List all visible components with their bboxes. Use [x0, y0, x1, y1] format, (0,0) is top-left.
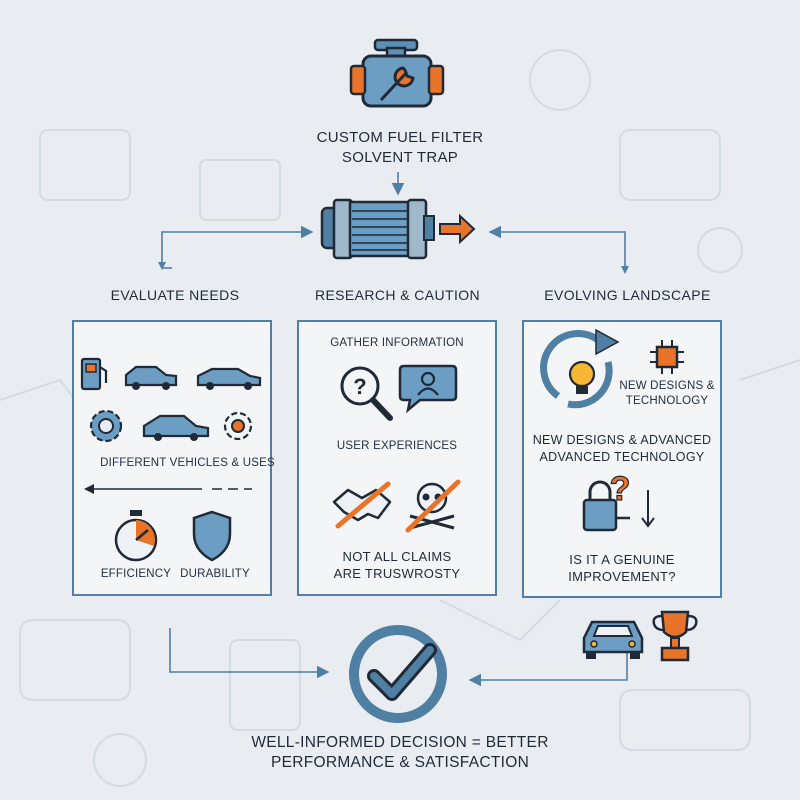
chip-icon: [650, 340, 684, 374]
fuel-filter-icon: [320, 198, 476, 260]
label-gather-information: GATHER INFORMATION: [330, 337, 464, 349]
caption-different-vehicles: DIFFERENT VEHICLES & USES: [100, 457, 275, 469]
filter-title-line2: SOLVENT TRAP: [341, 149, 459, 166]
panel-evaluate-needs: [72, 320, 272, 596]
vehicle-icons-row: [80, 357, 262, 391]
arrow-left-divider: [84, 484, 252, 494]
user-chat-icon: [398, 364, 458, 414]
caption-new-designs-advanced: NEW DESIGNS & ADVANCED ADVANCED TECHNOLO…: [526, 432, 718, 466]
icon-caption-line2: TECHNOLOGY: [625, 395, 709, 407]
skull-icon: [405, 479, 461, 533]
question-line1: IS IT A GENUINE: [569, 552, 675, 567]
conclusion-line2: PERFORMANCE & SATISFACTION: [270, 754, 530, 771]
heading-evaluate-needs: EVALUATE NEEDS: [110, 287, 240, 303]
trophy-icon: [652, 610, 698, 662]
claims-line1: NOT ALL CLAIMS: [342, 549, 452, 564]
gear-icon: [223, 411, 253, 441]
cycle-bulb-icon: [540, 328, 620, 409]
gear-icon: [89, 409, 123, 443]
car-icon: [196, 367, 262, 390]
engine-wrench-icon: [349, 38, 445, 108]
heading-research-caution: RESEARCH & CAUTION: [314, 287, 481, 303]
caption-genuine-improvement: IS IT A GENUINE IMPROVEMENT?: [526, 551, 718, 585]
label-efficiency: EFFICIENCY: [100, 568, 172, 580]
heading-evolving-landscape: EVOLVING LANDSCAPE: [544, 287, 711, 303]
filter-title: CUSTOM FUEL FILTER SOLVENT TRAP: [250, 128, 550, 168]
filter-title-line1: CUSTOM FUEL FILTER: [316, 129, 484, 146]
caption-not-all-claims: NOT ALL CLAIMS ARE TRUSWROSTY: [300, 548, 494, 582]
svg-text:?: ?: [610, 470, 631, 508]
car-icon: [142, 414, 210, 441]
checkmark-circle-icon: [349, 625, 447, 723]
conclusion-line1: WELL-INFORMED DECISION = BETTER: [251, 734, 549, 751]
gear-car-gear-row: [89, 409, 253, 443]
question-line2: IMPROVEMENT?: [568, 569, 676, 584]
handshake-icon: [332, 481, 392, 529]
claims-line2: ARE TRUSWROSTY: [333, 566, 461, 581]
car-icon: [582, 620, 644, 659]
fuel-pump-icon: [80, 357, 108, 391]
svg-text:?: ?: [353, 374, 366, 399]
panel-research-caution: [297, 320, 497, 596]
label-user-experiences: USER EXPERIENCES: [336, 440, 458, 452]
panel-evolving-landscape: [522, 320, 722, 598]
magnifier-question-icon: ?: [340, 366, 393, 421]
conclusion-text: WELL-INFORMED DECISION = BETTER PERFORMA…: [220, 733, 580, 773]
lock-question-icon: ?: [582, 469, 655, 532]
timer-icon: [114, 510, 158, 562]
car-icon: [124, 365, 178, 390]
caption-new-designs-tech: NEW DESIGNS & TECHNOLOGY: [612, 379, 722, 409]
shield-icon: [192, 510, 232, 562]
label-durability: DURABILITY: [180, 568, 250, 580]
icon-caption-line1: NEW DESIGNS &: [619, 380, 715, 392]
caption-line2: ADVANCED TECHNOLOGY: [539, 450, 705, 464]
caption-line1: NEW DESIGNS & ADVANCED: [532, 433, 712, 447]
